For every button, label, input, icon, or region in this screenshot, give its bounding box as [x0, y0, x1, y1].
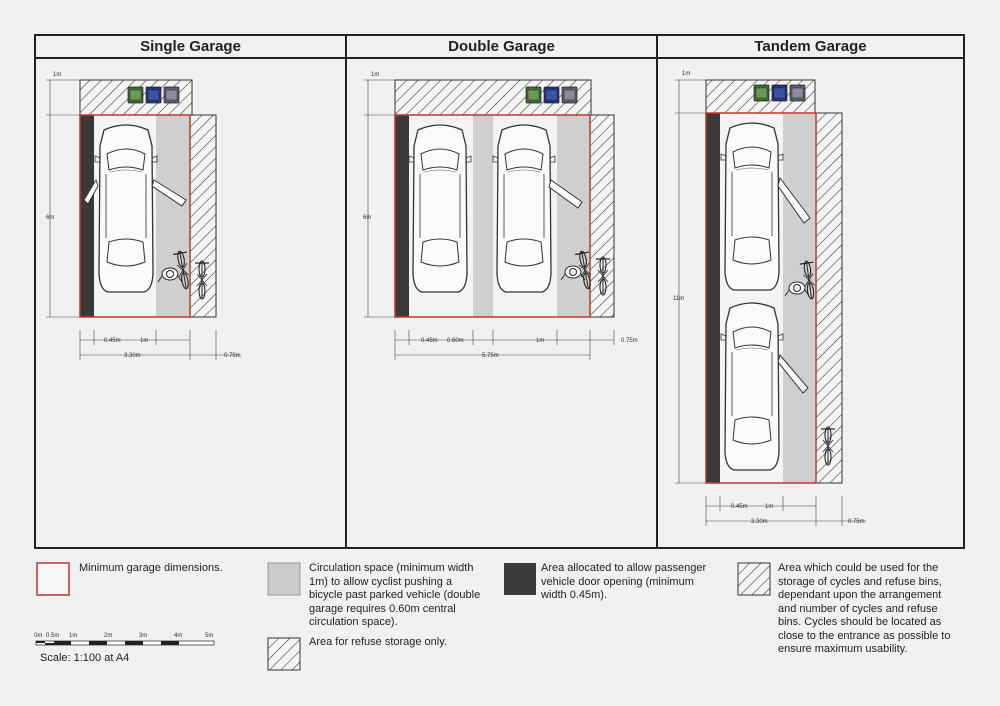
car [408, 124, 472, 293]
panel-double: Double Garage [347, 36, 656, 547]
scale-tick-label: 0m [34, 633, 43, 639]
scale-tick-label: 4m [174, 633, 183, 639]
car-door [83, 178, 99, 205]
legend-line: close to the entrance as possible to [778, 629, 951, 642]
dim-width: 5.75m [482, 353, 499, 359]
legend-line: vehicle door opening (minimum [541, 575, 694, 588]
panel-divider [656, 36, 658, 547]
door-opening-area [706, 113, 720, 483]
dim-door: 0.45m [104, 338, 121, 344]
car [720, 302, 784, 471]
door-opening-area [395, 115, 409, 317]
car [720, 122, 784, 291]
panel-divider [345, 36, 347, 547]
legend-line: storage of cycles and refuse bins, [778, 575, 942, 588]
scale-tick-label: 5m [205, 633, 214, 639]
car [94, 124, 158, 293]
legend-line: dependant upon the arrangement [778, 589, 942, 601]
title-single: Single Garage [36, 36, 345, 59]
dim-circulation: 1m [536, 338, 544, 344]
double-garage-plan: 1m 6m 0.45m 0.60m 1m 0.75m 5.75m [363, 72, 638, 360]
refuse-bins [127, 86, 180, 104]
dim-door: 0.45m [731, 504, 748, 510]
car-door [151, 179, 187, 207]
dim-circulation: 1m [765, 504, 773, 510]
scale-label: Scale: 1:100 at A4 [40, 652, 130, 664]
car-door [777, 176, 811, 224]
legend-storage-text: Area which could be used for the storage… [778, 562, 950, 657]
legend-swatch-minimum [36, 562, 70, 596]
minimum-garage-outline [79, 114, 191, 318]
dim-extra: 0.75m [848, 519, 865, 525]
panel-single: Single Garage [36, 36, 345, 547]
dim-width: 3.30m [751, 519, 768, 525]
dim-top: 1m [371, 72, 379, 78]
car [492, 124, 556, 293]
legend-swatch-storage [737, 562, 771, 596]
legend-refuse-text: Area for refuse storage only. [309, 636, 447, 648]
dim-height: 6m [46, 215, 54, 221]
car-door [548, 179, 583, 209]
legend-line: Area which could be used for the [778, 562, 939, 574]
car-door [777, 353, 809, 394]
dim-top: 1m [682, 71, 690, 77]
legend-line: Circulation space (minimum width [309, 562, 474, 574]
dim-top: 1m [53, 72, 61, 78]
dim-height: 11m [673, 296, 684, 302]
dim-extra: 0.75m [621, 338, 638, 344]
minimum-garage-outline [705, 112, 817, 484]
door-opening-area [80, 115, 94, 317]
legend-line: circulation space). [309, 616, 398, 628]
legend-line: garage requires 0.60m central [309, 602, 456, 615]
legend-swatch-door [504, 563, 536, 595]
legend-minimum-text: Minimum garage dimensions. [79, 562, 223, 574]
dim-width: 3.30m [124, 353, 141, 359]
title-double: Double Garage [347, 36, 656, 59]
scale-tick-label: 0.5m [46, 633, 60, 639]
legend-swatch-refuse [267, 637, 301, 671]
legend-door-text: Area allocated to allow passenger vehicl… [541, 562, 706, 603]
minimum-garage-outline [394, 114, 591, 318]
dim-extra: 0.75m [224, 353, 241, 359]
circulation-space [783, 113, 816, 483]
single-garage-plan: 1m 6m 0.45m 1m 3.30m 0.75m [46, 72, 241, 360]
drawing-frame: Single Garage Double Garage Tandem Garag… [34, 34, 965, 549]
legend-swatch-circulation [267, 562, 301, 596]
tandem-garage-plan: 1m 11m 0.45m 1m 3.30m 0.75m [673, 71, 866, 526]
dim-circulation: 1m [140, 338, 148, 344]
title-tandem: Tandem Garage [658, 36, 963, 59]
refuse-bins [753, 84, 806, 102]
legend-line: bicycle past parked vehicle (double [309, 589, 481, 601]
legend-line: and number of cycles and refuse [778, 602, 938, 615]
scale-tick-label: 2m [104, 633, 113, 639]
legend-line: bins. Cycles should be located as [778, 616, 942, 628]
dim-door: 0.45m [421, 338, 438, 344]
refuse-bins [525, 86, 578, 104]
storage-area [815, 112, 843, 484]
central-circulation [473, 115, 493, 317]
dim-central: 0.60m [447, 338, 464, 344]
circulation-space [156, 115, 190, 317]
panel-tandem: Tandem Garage [658, 36, 963, 547]
legend-line: Area allocated to allow passenger [541, 562, 707, 574]
storage-area [589, 114, 615, 318]
scale-bar [35, 640, 215, 646]
legend-circulation-text: Circulation space (minimum width 1m) to … [309, 562, 480, 630]
scale-tick-label: 1m [69, 633, 78, 639]
storage-area [189, 114, 217, 318]
scale-tick-label: 3m [139, 633, 148, 639]
dim-height: 6m [363, 215, 371, 221]
legend-line: width 0.45m). [541, 589, 608, 601]
legend-line: 1m) to allow cyclist pushing a [309, 575, 453, 588]
refuse-area [394, 79, 592, 116]
legend-line: ensure maximum usability. [778, 643, 908, 655]
